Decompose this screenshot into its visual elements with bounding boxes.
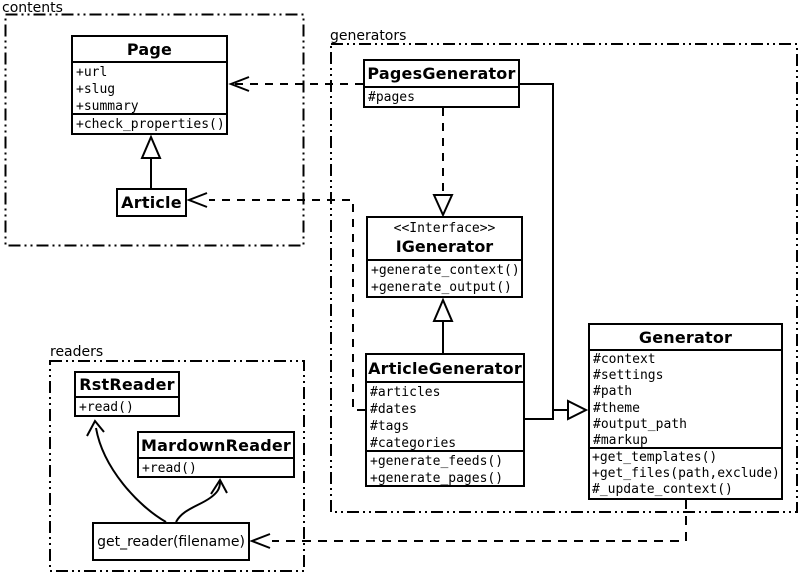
class-attribute: #output_path <box>593 416 687 432</box>
page-attributes: +url +slug +summary <box>73 61 226 114</box>
class-attribute: #categories <box>370 436 457 451</box>
package-border-generators <box>330 43 798 513</box>
generator-attributes: #context #settings #path #theme #output_… <box>590 349 781 449</box>
class-title-pagesgenerator: PagesGenerator <box>367 64 516 83</box>
class-title-article: Article <box>121 193 182 212</box>
class-box-articlegenerator: ArticleGenerator #articles #dates #tags … <box>365 353 525 487</box>
arrow-getreader-to-rstreader <box>86 419 167 523</box>
package-label-contents: contents <box>2 0 63 16</box>
class-box-generator: Generator #context #settings #path #them… <box>588 323 783 500</box>
arrow-pagesgenerator-to-page <box>228 76 363 92</box>
class-title-page: Page <box>126 39 173 59</box>
class-stereotype: <<Interface>> <box>393 221 496 236</box>
class-box-rstreader: RstReader +read() <box>74 371 180 417</box>
class-attribute: #path <box>593 384 633 400</box>
class-attribute: #context <box>593 352 656 367</box>
class-box-page: Page +url +slug +summary +check_properti… <box>71 35 228 135</box>
class-attribute: #pages <box>368 90 415 105</box>
class-attribute: +summary <box>76 99 139 114</box>
package-border-contents <box>4 13 305 247</box>
class-attribute: #settings <box>593 368 664 384</box>
articlegenerator-methods: +generate_feeds() +generate_pages() <box>367 450 523 487</box>
arrow-article-to-page <box>140 134 162 188</box>
class-attribute: #markup <box>593 433 648 449</box>
articlegenerator-attributes: #articles #dates #tags #categories <box>367 381 523 451</box>
arrow-generator-to-getreader <box>249 500 687 549</box>
class-method: #_update_context() <box>592 482 733 498</box>
arrow-articlegenerator-to-igenerator <box>432 297 454 353</box>
class-attribute: +url <box>76 65 108 80</box>
class-method: +generate_pages() <box>370 471 504 486</box>
class-attribute: #dates <box>370 402 417 417</box>
pagesgenerator-attributes: #pages <box>365 86 518 106</box>
class-method: +generate_context() <box>371 263 520 278</box>
generator-methods: +get_templates() +get_files(path,exclude… <box>590 447 781 499</box>
arrow-generators-to-generator <box>520 83 589 421</box>
class-method: +read() <box>79 400 134 415</box>
class-box-mardownreader: MardownReader +read() <box>137 431 295 478</box>
page-methods: +check_properties() <box>73 113 226 133</box>
function-box-get-reader: get_reader(filename) <box>92 522 250 561</box>
class-method: +generate_output() <box>371 280 512 295</box>
class-title-articlegenerator: ArticleGenerator <box>368 358 522 378</box>
class-attribute: +slug <box>76 82 116 97</box>
class-title-igenerator: IGenerator <box>395 237 494 256</box>
class-title-generator: Generator <box>638 327 733 347</box>
class-title-mardownreader: MardownReader <box>141 435 291 455</box>
class-box-pagesgenerator: PagesGenerator #pages <box>363 59 520 108</box>
class-attribute: #theme <box>593 400 640 416</box>
mardownreader-methods: +read() <box>139 457 293 477</box>
arrow-pagesgenerator-to-igenerator <box>432 108 454 218</box>
class-box-article: Article <box>116 188 187 217</box>
class-box-igenerator: <<Interface>> IGenerator +generate_conte… <box>366 216 523 298</box>
arrow-getreader-to-mardownreader <box>175 478 228 523</box>
class-method: +read() <box>142 461 197 476</box>
arrow-articlegenerator-to-article <box>186 192 365 411</box>
class-attribute: #articles <box>370 385 441 400</box>
package-label-generators: generators <box>330 28 407 44</box>
igenerator-header: <<Interface>> IGenerator <box>368 218 521 259</box>
class-method: +get_templates() <box>592 450 718 465</box>
class-attribute: #tags <box>370 419 410 434</box>
class-method: +check_properties() <box>76 117 225 132</box>
class-title-rstreader: RstReader <box>79 375 175 394</box>
get-reader-label: get_reader(filename) <box>97 533 245 550</box>
class-method: +get_files(path,exclude) <box>592 466 780 482</box>
class-method: +generate_feeds() <box>370 454 504 469</box>
igenerator-methods: +generate_context() +generate_output() <box>368 259 521 296</box>
package-label-readers: readers <box>50 344 104 360</box>
rstreader-methods: +read() <box>76 396 178 416</box>
package-border-readers <box>49 360 305 572</box>
